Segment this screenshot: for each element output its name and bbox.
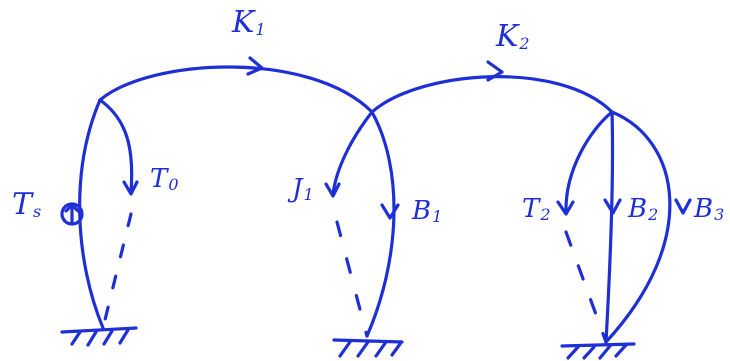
label-k2-sub: 2 bbox=[519, 34, 530, 53]
ground-middle-icon bbox=[332, 338, 404, 358]
t2-arrow-icon bbox=[556, 200, 575, 216]
ground-right-icon bbox=[560, 342, 636, 360]
label-b2-sub: 2 bbox=[648, 205, 659, 224]
label-b2-main: B bbox=[628, 194, 648, 224]
b2-arrow-icon bbox=[603, 198, 622, 215]
label-k2: K2 bbox=[496, 22, 530, 52]
label-k1: K1 bbox=[232, 8, 266, 38]
t0-dashed-link bbox=[101, 212, 133, 330]
label-k1-main: K bbox=[232, 5, 255, 40]
label-t0: T0 bbox=[150, 166, 179, 193]
b3-branch bbox=[604, 110, 672, 344]
label-ts-main: T bbox=[12, 187, 33, 222]
label-t0-main: T bbox=[150, 164, 168, 194]
b1-branch bbox=[365, 110, 396, 338]
label-b1-main: B bbox=[412, 196, 432, 226]
t2-branch bbox=[564, 110, 614, 214]
b1-arrow-icon bbox=[380, 203, 400, 220]
label-t2-sub: 2 bbox=[540, 205, 551, 224]
t2-dashed-link bbox=[564, 230, 608, 344]
t0-arrow-icon bbox=[122, 180, 139, 196]
k1-arrow-icon bbox=[246, 56, 264, 76]
k2-connector bbox=[370, 75, 614, 114]
label-b1: B1 bbox=[412, 198, 442, 225]
k2-arrow-icon bbox=[486, 60, 504, 82]
label-b2: B2 bbox=[628, 196, 658, 223]
label-t2-main: T bbox=[522, 194, 540, 224]
j1-dashed-link bbox=[335, 220, 369, 338]
label-b3-sub: 3 bbox=[714, 205, 725, 224]
ground-left-icon bbox=[60, 326, 138, 347]
b2-branch bbox=[604, 110, 615, 344]
label-j1-sub: 1 bbox=[303, 185, 314, 204]
label-ts-sub: s bbox=[33, 202, 42, 221]
label-b3-main: B bbox=[694, 194, 714, 224]
b3-arrow-icon bbox=[674, 198, 692, 215]
source-circle-icon bbox=[60, 202, 84, 226]
t0-branch bbox=[98, 98, 134, 194]
label-t2: T2 bbox=[522, 196, 551, 223]
label-j1: J1 bbox=[292, 176, 314, 203]
k1-connector bbox=[98, 65, 374, 114]
label-k1-sub: 1 bbox=[255, 20, 266, 39]
j1-arrow-icon bbox=[324, 182, 341, 198]
label-j1-main: J bbox=[292, 174, 303, 204]
label-ts: Ts bbox=[12, 190, 41, 220]
label-k2-main: K bbox=[496, 19, 519, 54]
label-b3: B3 bbox=[694, 196, 724, 223]
ts-branch bbox=[78, 98, 105, 330]
label-t0-sub: 0 bbox=[168, 175, 179, 194]
j1-branch bbox=[331, 110, 374, 196]
label-b1-sub: 1 bbox=[432, 207, 443, 226]
